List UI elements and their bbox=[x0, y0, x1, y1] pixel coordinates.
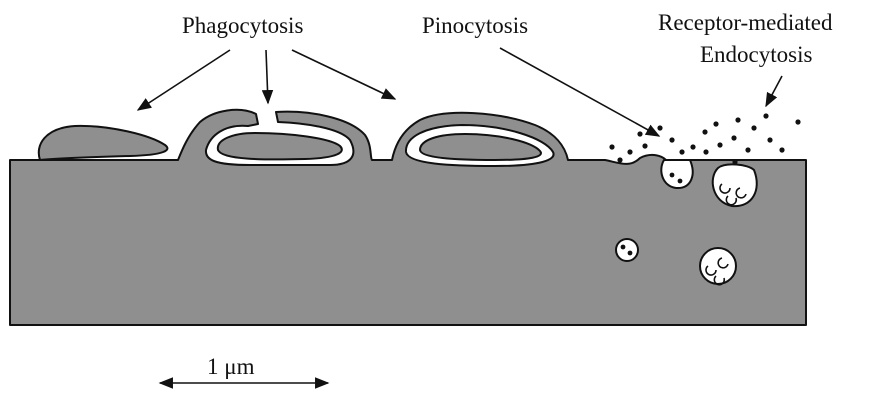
phagocytic-cup-inner-1 bbox=[218, 133, 342, 159]
phagocytosis-arrow-right bbox=[292, 50, 395, 99]
pseudopod-left bbox=[39, 126, 168, 160]
label-phagocytosis: Phagocytosis bbox=[182, 13, 303, 38]
receptor-arrow bbox=[766, 76, 782, 106]
receptor-vesicle bbox=[700, 248, 736, 284]
label-pinocytosis: Pinocytosis bbox=[422, 13, 528, 38]
phagocytosis-arrow-left bbox=[138, 50, 230, 110]
pinosome-vesicle bbox=[616, 239, 638, 261]
scale-bar-label: 1 μm bbox=[207, 354, 255, 379]
phagocytosis-arrow-middle bbox=[266, 50, 268, 103]
label-receptor-line1: Receptor-mediated bbox=[658, 10, 833, 35]
extracellular-particles bbox=[609, 113, 800, 164]
coated-pit bbox=[713, 164, 757, 206]
pinocytic-pit bbox=[661, 160, 692, 188]
label-receptor-line2: Endocytosis bbox=[700, 42, 812, 67]
